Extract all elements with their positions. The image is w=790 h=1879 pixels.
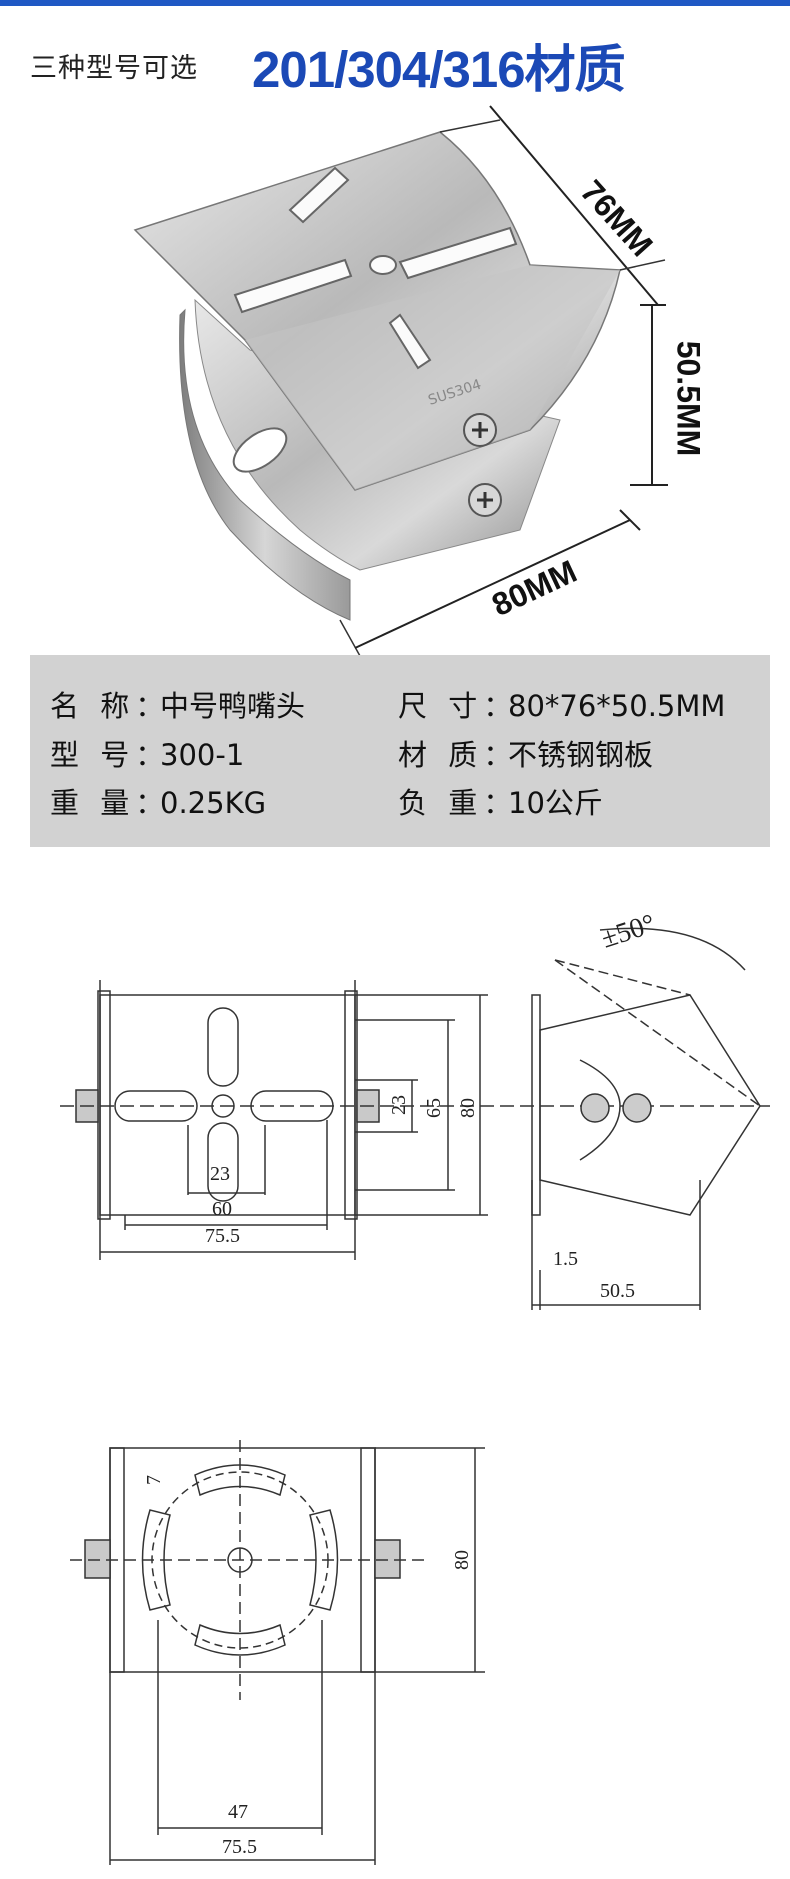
spec-name: 名 称：中号鸭嘴头 <box>50 683 305 725</box>
spec-label: 尺 寸： <box>398 689 519 723</box>
angle-label: ±50° <box>598 908 659 954</box>
bolt-icon <box>84 1539 111 1579</box>
spec-value: 10公斤 <box>508 786 603 820</box>
spec-value: 300-1 <box>160 738 245 772</box>
dim-label: 47 <box>228 1801 248 1823</box>
dim-height-label: 50.5MM <box>670 340 707 457</box>
dim-label: 23 <box>388 1095 410 1115</box>
spec-load: 负 重：10公斤 <box>398 780 603 822</box>
spec-label: 重 量： <box>50 786 171 820</box>
spec-value: 中号鸭嘴头 <box>160 689 306 723</box>
spec-value: 80*76*50.5MM <box>508 689 726 723</box>
spec-label: 材 质： <box>398 738 519 772</box>
spec-label: 名 称： <box>50 689 171 723</box>
spec-label: 型 号： <box>50 738 171 772</box>
dim-label: 60 <box>212 1198 232 1220</box>
top-accent-bar <box>0 0 790 6</box>
spec-panel: 名 称：中号鸭嘴头 尺 寸：80*76*50.5MM 型 号：300-1 材 质… <box>30 655 770 847</box>
slot <box>207 1007 239 1087</box>
slot <box>114 1090 198 1122</box>
dim-label: 65 <box>423 1098 445 1118</box>
side-view-outline <box>531 994 541 1216</box>
bolt-icon <box>374 1539 401 1579</box>
spec-size: 尺 寸：80*76*50.5MM <box>398 683 725 725</box>
dim-label: 75.5 <box>222 1836 257 1858</box>
dim-label: 80 <box>451 1550 473 1570</box>
spec-value: 不锈钢钢板 <box>508 738 654 772</box>
spec-label: 负 重： <box>398 786 519 820</box>
slot <box>207 1122 239 1202</box>
technical-drawing: 23 60 75.5 23 65 80 ±50° 1.5 50.5 7 80 4… <box>0 860 790 1875</box>
dim-label: 80 <box>457 1098 479 1118</box>
dim-label: 7 <box>143 1475 165 1485</box>
product-photo: SUS304 76MM 50.5MM 80MM <box>0 100 790 666</box>
spec-value: 0.25KG <box>160 786 267 820</box>
dim-label: 50.5 <box>600 1280 635 1302</box>
dim-label: 23 <box>210 1163 230 1185</box>
header-subtitle: 三种型号可选 <box>30 53 198 84</box>
header-title: 201/304/316材质 <box>252 41 626 98</box>
dim-label: 1.5 <box>553 1248 578 1270</box>
spec-model: 型 号：300-1 <box>50 732 244 774</box>
dim-label: 75.5 <box>205 1225 240 1247</box>
spec-material: 材 质：不锈钢钢板 <box>398 732 653 774</box>
spec-weight: 重 量：0.25KG <box>50 780 266 822</box>
